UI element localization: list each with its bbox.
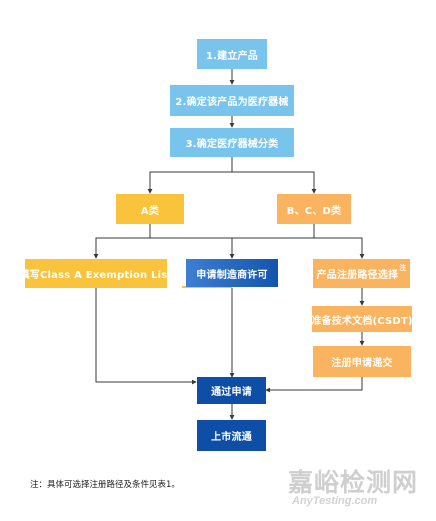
establishment-license-box: 申请制造商许可 xyxy=(186,259,278,287)
market-launch-label: 上市流通 xyxy=(211,432,252,443)
class-bcd-box: B、C、D类 xyxy=(277,194,351,224)
step-2-confirm-medical-device: 2.确定该产品为医疗器械 xyxy=(170,85,294,116)
market-launch-box: 上市流通 xyxy=(197,420,266,451)
connector-classa-split xyxy=(95,237,233,258)
class-a-exemption-label: 填写Class A Exemption List xyxy=(19,270,173,281)
registration-path-label: 产品注册路径选择 xyxy=(316,270,399,281)
class-a-label: A类 xyxy=(140,205,160,217)
step-1-label: 1.建立产品 xyxy=(206,50,258,62)
footnote: 注：具体可选择注册路径及条件见表1。 xyxy=(30,480,180,490)
connector-classbcd-split xyxy=(232,237,363,258)
step-1-create-product: 1.建立产品 xyxy=(197,39,267,69)
registration-path-note-mark: 注 xyxy=(399,263,407,272)
submit-application-box: 注册申请递交 xyxy=(313,346,411,377)
step-3-label: 3.确定医疗器械分类 xyxy=(185,139,279,150)
connector-split-class xyxy=(149,171,315,192)
watermark-cn: 嘉峪检测网 xyxy=(288,468,419,497)
prepare-csdt-label: 准备技术文档(CSDT) xyxy=(311,315,413,327)
approval-label: 通过申请 xyxy=(211,387,252,398)
approval-box: 通过申请 xyxy=(197,377,266,404)
prepare-csdt-box: 准备技术文档(CSDT) xyxy=(311,306,413,332)
class-bcd-label: B、C、D类 xyxy=(286,205,342,217)
class-a-box: A类 xyxy=(116,194,184,224)
watermark-en: AnyTesting.com xyxy=(292,495,378,507)
class-a-exemption-box: 填写Class A Exemption List xyxy=(20,259,172,288)
establishment-license-label: 申请制造商许可 xyxy=(196,269,268,281)
submit-application-label: 注册申请递交 xyxy=(331,358,393,369)
registration-path-box: 产品注册路径选择注 xyxy=(313,259,410,288)
step-2-label: 2.确定该产品为医疗器械 xyxy=(175,97,289,108)
step-3-determine-class: 3.确定医疗器械分类 xyxy=(170,128,294,157)
connector-submit-approval xyxy=(265,377,363,393)
connector-exemption-approval xyxy=(95,288,197,385)
